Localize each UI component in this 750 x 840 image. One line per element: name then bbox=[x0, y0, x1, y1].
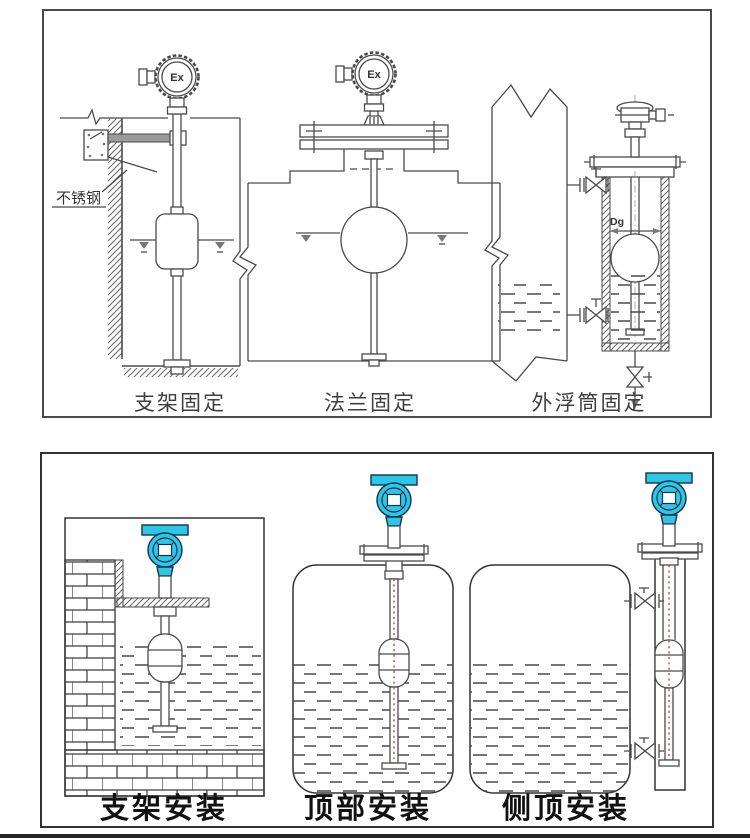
bracket-shelf bbox=[116, 597, 210, 608]
installation-styles-panel: 支架安装 顶部安装 bbox=[40, 452, 714, 828]
chamber-wall bbox=[601, 176, 611, 352]
level-symbol-icon bbox=[437, 235, 447, 242]
flange-plate bbox=[299, 139, 449, 150]
valve-icon bbox=[567, 168, 609, 195]
chamber-wall bbox=[660, 176, 670, 352]
caption-flange-fixing: 法兰固定 bbox=[324, 392, 416, 415]
wall-hatch bbox=[108, 118, 122, 359]
level-symbol-icon bbox=[215, 242, 225, 249]
level-symbol-icon bbox=[301, 235, 311, 242]
fixing-methods-figure: Ex bbox=[52, 51, 686, 415]
liquid-dashes bbox=[120, 646, 261, 746]
flange-plate bbox=[299, 124, 449, 138]
brick-wall bbox=[64, 559, 116, 751]
caption-side-top-installation: 侧顶安装 bbox=[502, 792, 630, 825]
fixing-methods-panel: Ex bbox=[42, 9, 712, 418]
chamber-liquid bbox=[611, 273, 660, 341]
float-icon bbox=[147, 633, 183, 683]
chamber-flange bbox=[589, 156, 681, 168]
bracket-fixing-drawing: 不锈钢 支架固定 bbox=[52, 54, 248, 415]
junction-transmitter-icon bbox=[615, 101, 674, 158]
liquid-dashes bbox=[470, 659, 630, 793]
installation-styles-figure: 支架安装 顶部安装 bbox=[64, 472, 703, 825]
diameter-marking: Dg bbox=[610, 216, 624, 228]
caption-external-chamber-fixing: 外浮筒固定 bbox=[532, 392, 647, 415]
drain-valve-icon bbox=[625, 351, 652, 409]
flange-fixing-drawing: 法兰固定 bbox=[238, 51, 510, 415]
external-chamber-fixing-drawing: Dg bbox=[484, 83, 686, 415]
chamber-bottom bbox=[601, 342, 670, 352]
side-top-installation-drawing: 侧顶安装 bbox=[469, 472, 703, 825]
stainless-steel-note: 不锈钢 bbox=[56, 190, 101, 207]
bracket-installation-drawing: 支架安装 bbox=[64, 517, 265, 825]
liquid-dashes bbox=[293, 664, 453, 793]
caption-top-installation: 顶部安装 bbox=[304, 791, 432, 825]
bottom-divider bbox=[0, 834, 750, 838]
caption-bracket-fixing: 支架固定 bbox=[134, 392, 226, 415]
bracket-arm bbox=[107, 133, 171, 143]
ball-float-icon bbox=[340, 206, 408, 274]
float-icon bbox=[155, 213, 199, 270]
tank-liquid bbox=[498, 279, 560, 335]
float-icon bbox=[378, 638, 410, 688]
brick-floor bbox=[64, 749, 265, 797]
caption-bracket-installation: 支架安装 bbox=[100, 792, 228, 825]
top-installation-drawing: 顶部安装 bbox=[292, 474, 454, 825]
valve-icon bbox=[567, 298, 609, 325]
level-symbol-icon bbox=[139, 242, 149, 249]
